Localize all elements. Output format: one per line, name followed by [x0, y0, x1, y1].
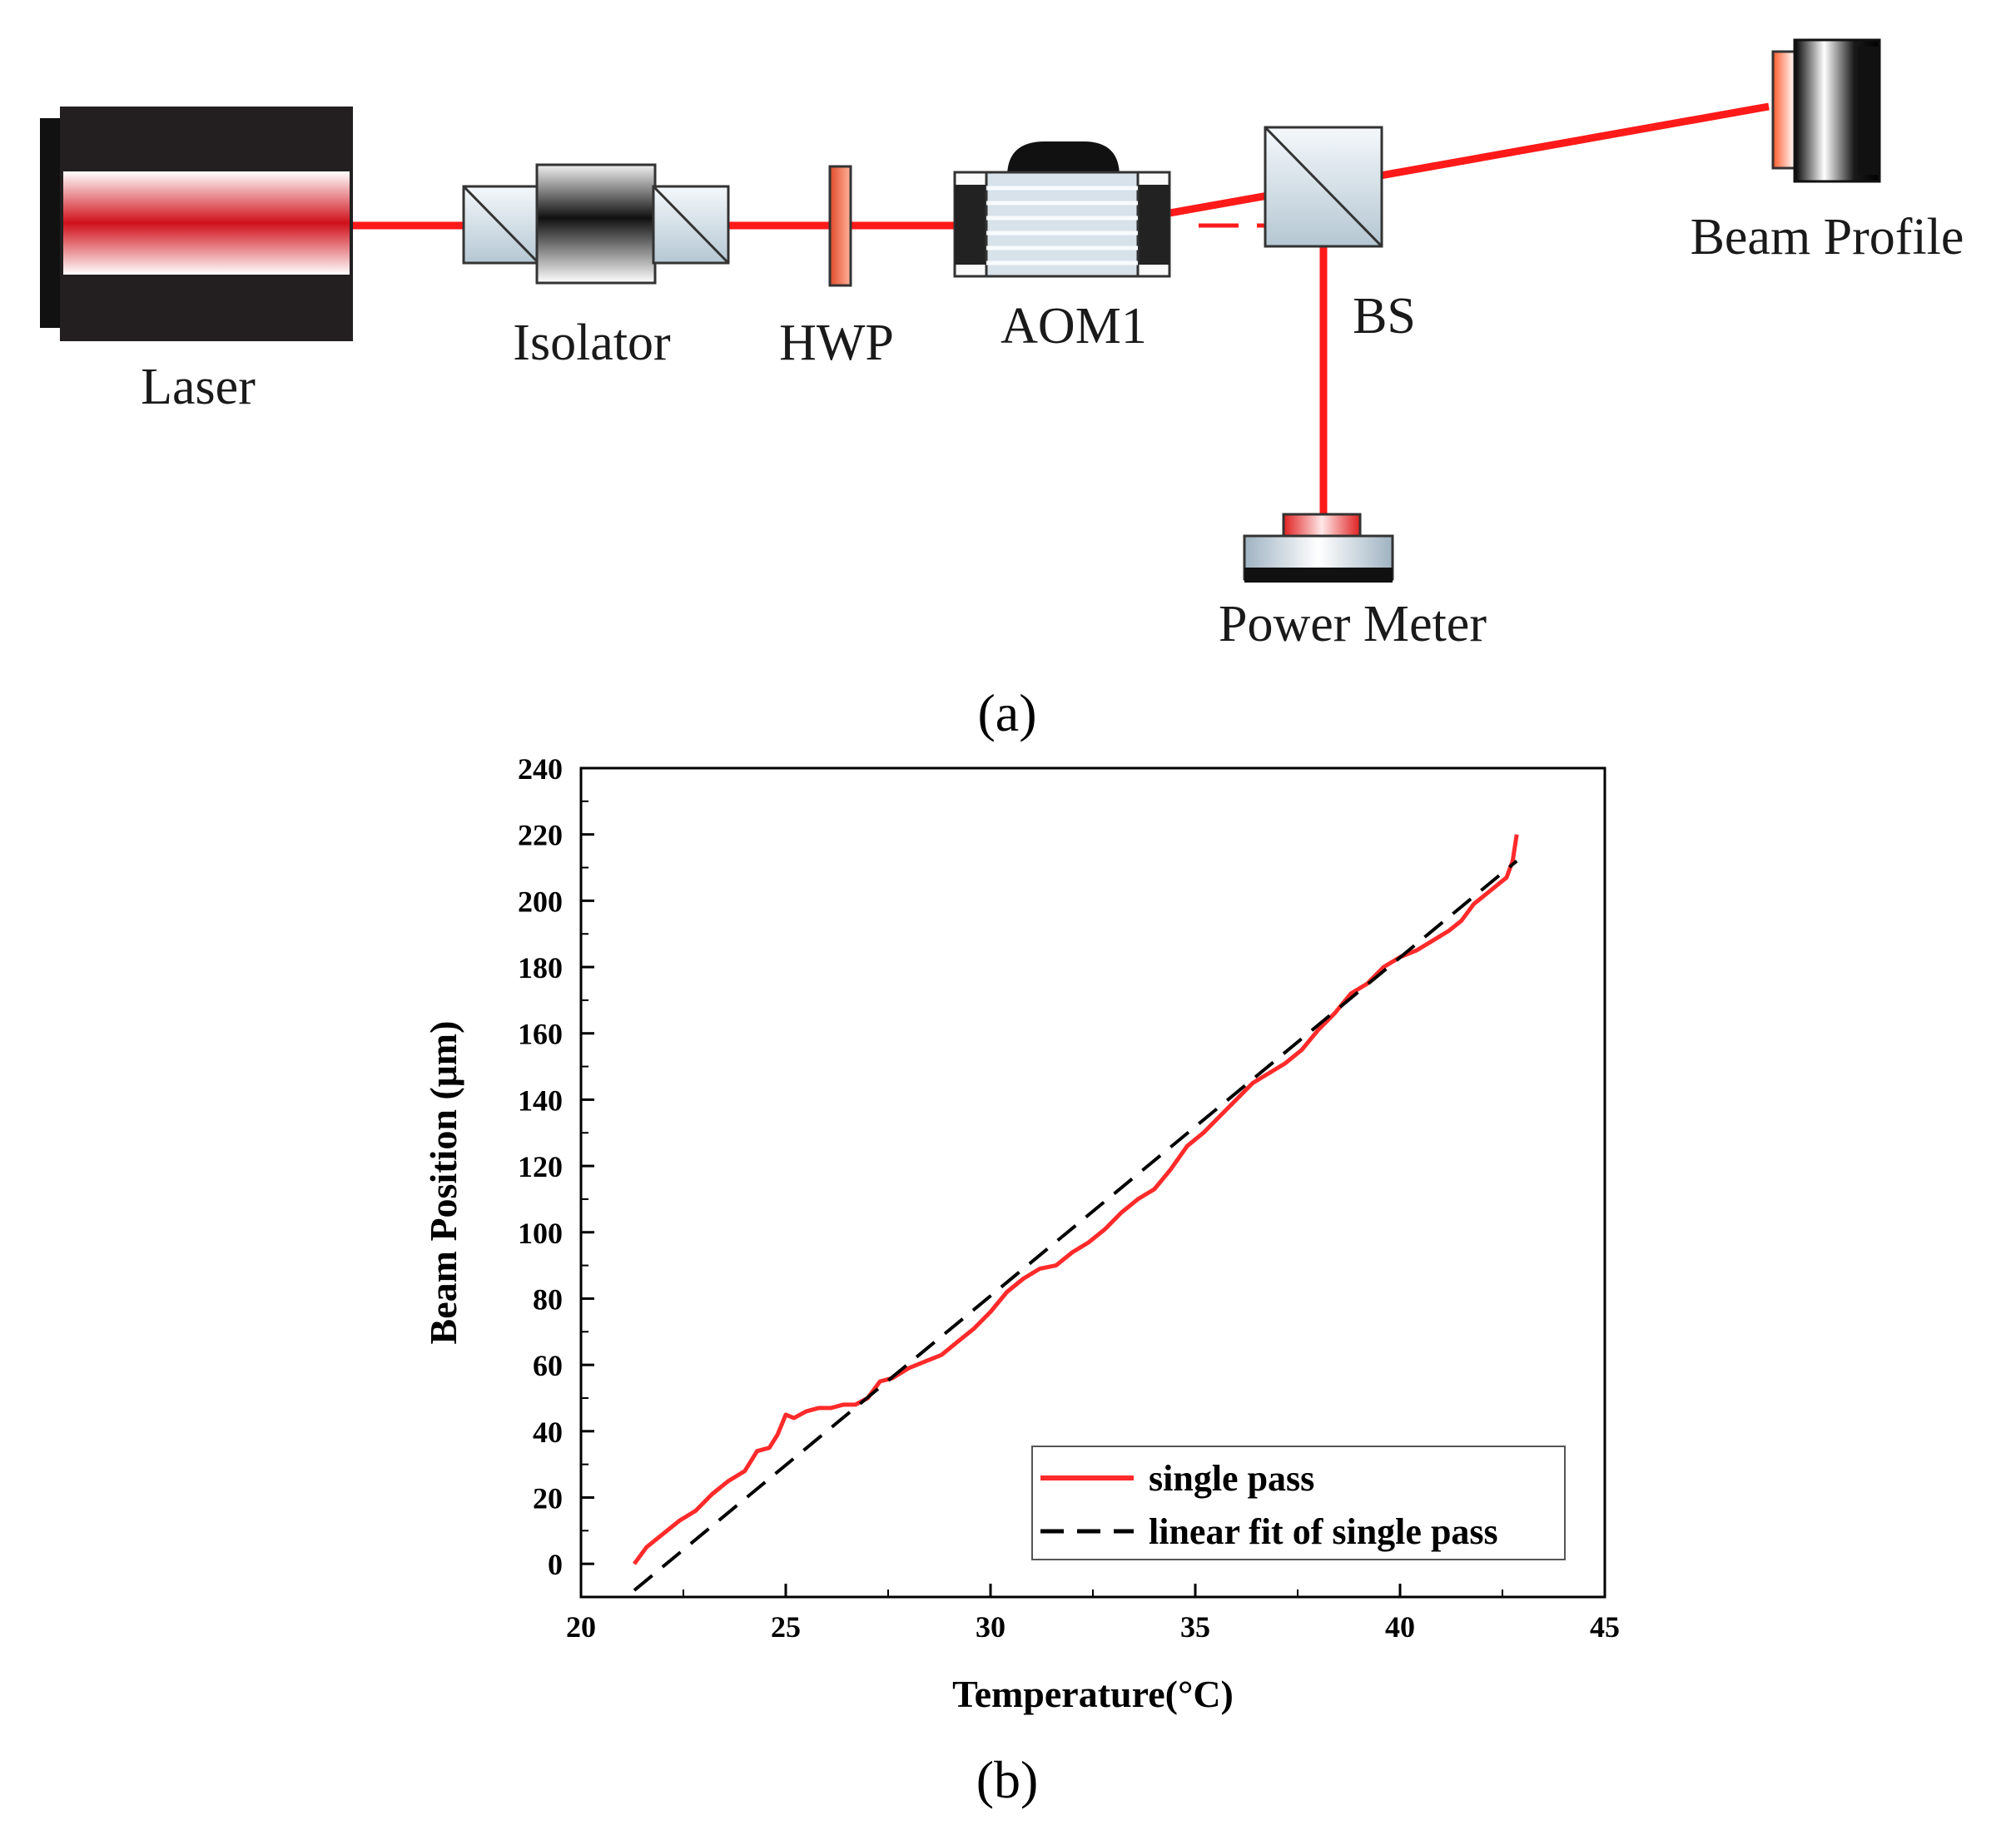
beam-splitter: BS	[1264, 126, 1416, 345]
panel-label-b: (b)	[976, 1750, 1039, 1809]
y-tick-label: 220	[518, 819, 563, 852]
legend: single pass linear fit of single pass	[1031, 1446, 1566, 1560]
y-axis-title: Beam Position (μm)	[422, 1021, 464, 1345]
y-tick-label: 20	[533, 1481, 563, 1515]
plot-series	[632, 834, 1519, 1592]
y-tick-label: 60	[533, 1349, 563, 1382]
y-tick-label: 200	[518, 885, 563, 918]
y-axis: 0 20 40 60 80 100 120 140 160 180 200 220 240	[518, 752, 594, 1581]
x-tick-label: 45	[1590, 1610, 1620, 1644]
legend-label-linear-fit: linear fit of single pass	[1149, 1511, 1498, 1552]
bs-label: BS	[1353, 288, 1416, 345]
legend-box	[1031, 1446, 1566, 1560]
laser-source: Laser	[40, 107, 353, 415]
y-tick-label: 140	[518, 1084, 563, 1117]
x-tick-label: 40	[1385, 1610, 1415, 1644]
beam-profile-label: Beam Profile	[1691, 209, 1964, 265]
y-tick-label: 240	[518, 752, 563, 786]
x-tick-label: 20	[566, 1610, 596, 1644]
x-tick-label: 25	[771, 1610, 801, 1644]
y-tick-label: 100	[518, 1217, 563, 1250]
acousto-optic-modulator: AOM1	[953, 141, 1171, 355]
legend-label-single-pass: single pass	[1149, 1458, 1314, 1499]
isolator: Isolator	[462, 163, 730, 371]
optical-setup-diagram: Laser Isolator HWP	[40, 38, 1964, 742]
x-axis-title: Temperature(°C)	[952, 1673, 1234, 1715]
power-meter: Power Meter	[1219, 513, 1487, 652]
panel-label-a: (a)	[977, 683, 1036, 742]
y-tick-label: 80	[533, 1282, 563, 1316]
x-axis: 20 25 30 35 40 45	[566, 1584, 1620, 1644]
y-tick-label: 180	[518, 951, 563, 984]
half-wave-plate: HWP	[779, 165, 894, 371]
y-tick-label: 160	[518, 1018, 563, 1051]
x-tick-label: 35	[1180, 1610, 1210, 1644]
x-tick-label: 30	[976, 1610, 1006, 1644]
linear-fit-line	[633, 860, 1518, 1592]
aom-label: AOM1	[1001, 298, 1147, 355]
y-tick-label: 0	[548, 1548, 563, 1581]
y-tick-label: 120	[518, 1150, 563, 1183]
hwp-label: HWP	[779, 315, 894, 371]
isolator-label: Isolator	[513, 315, 671, 371]
y-tick-label: 40	[533, 1416, 563, 1449]
beam-profiler: Beam Profile	[1691, 38, 1964, 265]
laser-label: Laser	[141, 359, 256, 415]
power-meter-label: Power Meter	[1219, 596, 1487, 652]
